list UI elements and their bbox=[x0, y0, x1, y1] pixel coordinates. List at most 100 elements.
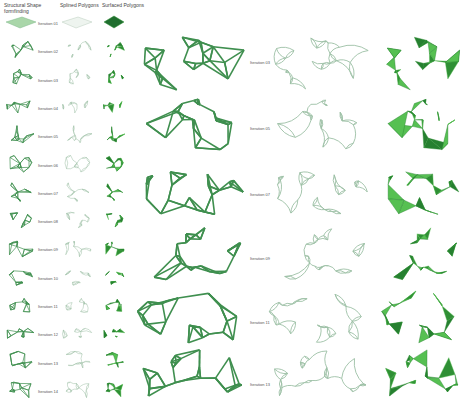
spline-curve bbox=[346, 143, 354, 149]
spline-curve bbox=[295, 383, 304, 387]
wire-strut bbox=[20, 158, 25, 163]
surface-facet bbox=[112, 163, 114, 166]
wire-strut bbox=[7, 104, 12, 106]
surface-facet bbox=[388, 199, 404, 214]
spline-curve bbox=[293, 78, 306, 89]
spline-curve bbox=[67, 186, 74, 192]
wire-strut bbox=[20, 158, 25, 163]
surface-facet bbox=[113, 353, 118, 363]
spline-curve bbox=[66, 305, 67, 310]
surface-facet bbox=[425, 367, 428, 378]
spline-curve bbox=[340, 112, 342, 121]
surface-facet bbox=[411, 101, 423, 112]
spline-curve bbox=[328, 43, 339, 47]
surface-facet bbox=[436, 187, 450, 195]
surface-facet bbox=[433, 186, 441, 195]
wire-strut bbox=[209, 332, 223, 334]
wire-strut bbox=[184, 48, 189, 62]
spline-curve bbox=[69, 78, 70, 83]
surface-facet bbox=[116, 42, 122, 46]
surface-facet bbox=[120, 215, 123, 218]
surface-facet bbox=[445, 50, 459, 62]
spline-curve bbox=[304, 356, 309, 359]
wire-strut bbox=[28, 158, 29, 168]
spline-curve bbox=[86, 41, 91, 50]
surface-facet bbox=[118, 362, 124, 363]
wire-strut bbox=[10, 156, 14, 158]
surface-facet bbox=[409, 380, 416, 383]
wire-strut bbox=[150, 386, 166, 388]
spline-curve bbox=[300, 173, 302, 186]
surface-facet bbox=[448, 120, 455, 125]
surface-facet bbox=[107, 192, 113, 196]
surface-facet bbox=[104, 330, 107, 337]
spline-curve bbox=[72, 54, 73, 57]
wire-strut bbox=[189, 325, 200, 327]
surface-facet bbox=[386, 368, 396, 379]
spline-curve bbox=[346, 306, 352, 321]
wire-strut bbox=[144, 64, 155, 72]
wire-strut bbox=[16, 126, 17, 132]
spline-curve bbox=[346, 306, 361, 316]
spline-curve bbox=[349, 332, 358, 339]
spline-curve bbox=[327, 327, 330, 337]
spline-curve bbox=[356, 181, 358, 187]
spline-curve bbox=[80, 332, 82, 337]
wire-strut bbox=[154, 256, 176, 278]
spline-curve bbox=[321, 327, 328, 328]
wire-strut bbox=[200, 377, 215, 379]
surface-facet bbox=[115, 384, 122, 390]
surface-facet bbox=[111, 242, 113, 244]
surface-facet bbox=[115, 46, 117, 50]
wire-strut bbox=[159, 73, 163, 79]
spline-curve bbox=[86, 384, 89, 391]
spline-curve bbox=[66, 157, 68, 168]
wire-strut bbox=[20, 389, 29, 397]
spline-curve bbox=[87, 163, 90, 168]
wire-strut bbox=[10, 212, 17, 214]
spline-curve bbox=[71, 156, 77, 164]
surface-facet bbox=[107, 383, 109, 389]
spline-curve bbox=[71, 104, 74, 113]
wire-strut bbox=[165, 383, 175, 387]
wire-strut bbox=[146, 123, 165, 137]
surface-facet bbox=[119, 102, 121, 108]
surface-facet bbox=[118, 302, 120, 304]
wire-strut bbox=[194, 129, 196, 148]
spline-curve bbox=[275, 369, 288, 374]
surface-facet bbox=[106, 213, 112, 215]
surface-facet bbox=[120, 215, 123, 218]
wire-strut bbox=[15, 136, 19, 138]
spline-curve bbox=[330, 53, 337, 60]
iteration-label: Iteration 13 bbox=[250, 382, 270, 387]
spline-curve bbox=[76, 73, 78, 78]
spline-curve bbox=[302, 112, 312, 116]
surface-facet bbox=[121, 75, 123, 79]
surface-facet bbox=[448, 243, 457, 256]
wire-strut bbox=[19, 329, 23, 332]
wire-strut bbox=[175, 350, 199, 355]
spline-curve bbox=[276, 64, 287, 70]
wire-strut bbox=[195, 148, 220, 150]
spline-curve bbox=[325, 104, 327, 106]
surface-facet bbox=[116, 299, 119, 302]
spline-curve bbox=[278, 124, 296, 138]
spline-curve bbox=[290, 78, 292, 84]
wire-strut bbox=[15, 192, 18, 195]
surface-facet bbox=[112, 164, 115, 168]
wire-strut bbox=[205, 212, 215, 214]
surface-facet bbox=[112, 198, 114, 201]
iteration-label: Iteration 09 bbox=[250, 256, 270, 261]
spline-curve bbox=[77, 164, 79, 168]
wire-strut bbox=[202, 53, 204, 63]
spline-curve bbox=[316, 327, 321, 342]
spline-curve bbox=[79, 384, 89, 388]
surface-facet bbox=[388, 111, 408, 138]
spline-curve bbox=[65, 157, 67, 168]
wire-strut bbox=[201, 42, 213, 46]
surface-facet bbox=[106, 389, 110, 392]
wire-strut bbox=[22, 249, 24, 256]
iteration-label: Iteration 09 bbox=[38, 247, 58, 252]
wire-strut bbox=[13, 78, 19, 83]
wire-strut bbox=[201, 42, 203, 53]
